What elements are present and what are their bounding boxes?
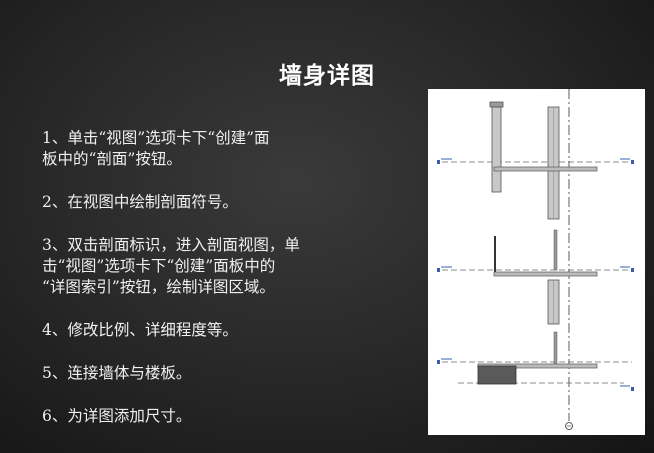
left-column-cap [489,101,504,108]
level-marker-right-top [620,158,634,164]
slab-top [493,166,598,172]
level-marker-left-top [437,158,452,164]
steps-list: 1、单击“视图”选项卡下“创建”面 板中的“剖面”按钮。 2、在视图中绘制剖面符… [42,128,372,449]
step-3: 3、双击剖面标识，进入剖面视图，单 击“视图”选项卡下“创建”面板中的 “详图索… [42,236,300,296]
step-4: 4、修改比例、详细程度等。 [42,321,238,339]
middle-column-stub [553,229,558,271]
level-marker-right-mid [620,266,634,272]
step-6: 6、为详图添加尺寸。 [42,407,192,425]
slab-middle [493,271,598,277]
wall-section-drawing [428,89,645,435]
step-1: 1、单击“视图”选项卡下“创建”面 板中的“剖面”按钮。 [42,129,270,168]
level-marker-left-bottom [437,358,452,364]
left-column [491,106,502,193]
grid-bubble [565,422,573,430]
step-2: 2、在视图中绘制剖面符号。 [42,193,238,211]
slide-title: 墙身详图 [279,63,375,89]
step-5: 5、连接墙体与楼板。 [42,364,192,382]
foundation-beam [477,365,517,385]
level-marker-left-mid [437,266,452,272]
wall-section-svg [437,89,634,430]
lower-column-stub [553,331,558,365]
level-marker-right-ground [620,385,634,391]
